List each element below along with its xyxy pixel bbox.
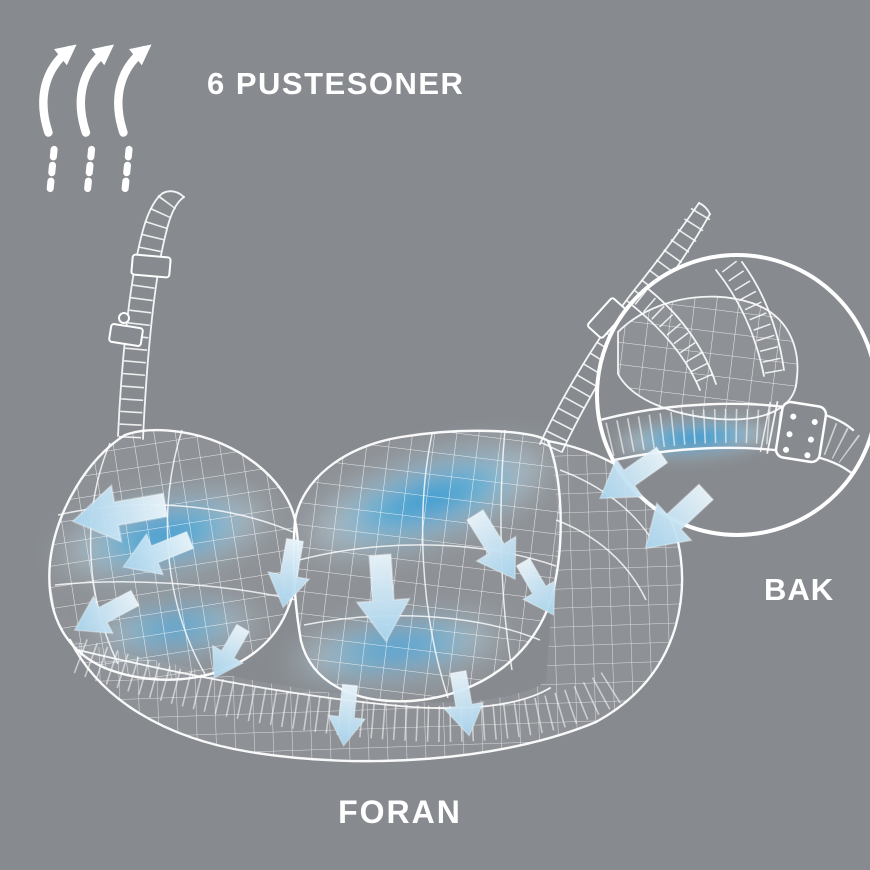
strap-slider	[130, 253, 172, 279]
page-title: 6 PUSTESONER	[207, 66, 465, 101]
nursing-clip-ring	[118, 312, 130, 324]
left-shoulder-strap	[108, 185, 185, 440]
breathability-airflow-icon	[39, 44, 152, 200]
header	[20, 22, 180, 200]
evaporation-dots	[45, 145, 133, 200]
nursing-clip	[108, 323, 144, 347]
hook-and-eye-closure	[759, 400, 828, 464]
back-label: BAK	[764, 572, 835, 607]
right-cup	[292, 429, 562, 703]
back-detail-inset	[586, 253, 870, 568]
front-label: FORAN	[338, 794, 462, 830]
rising-arrows	[39, 44, 152, 137]
bra-band-and-wing	[68, 439, 684, 763]
